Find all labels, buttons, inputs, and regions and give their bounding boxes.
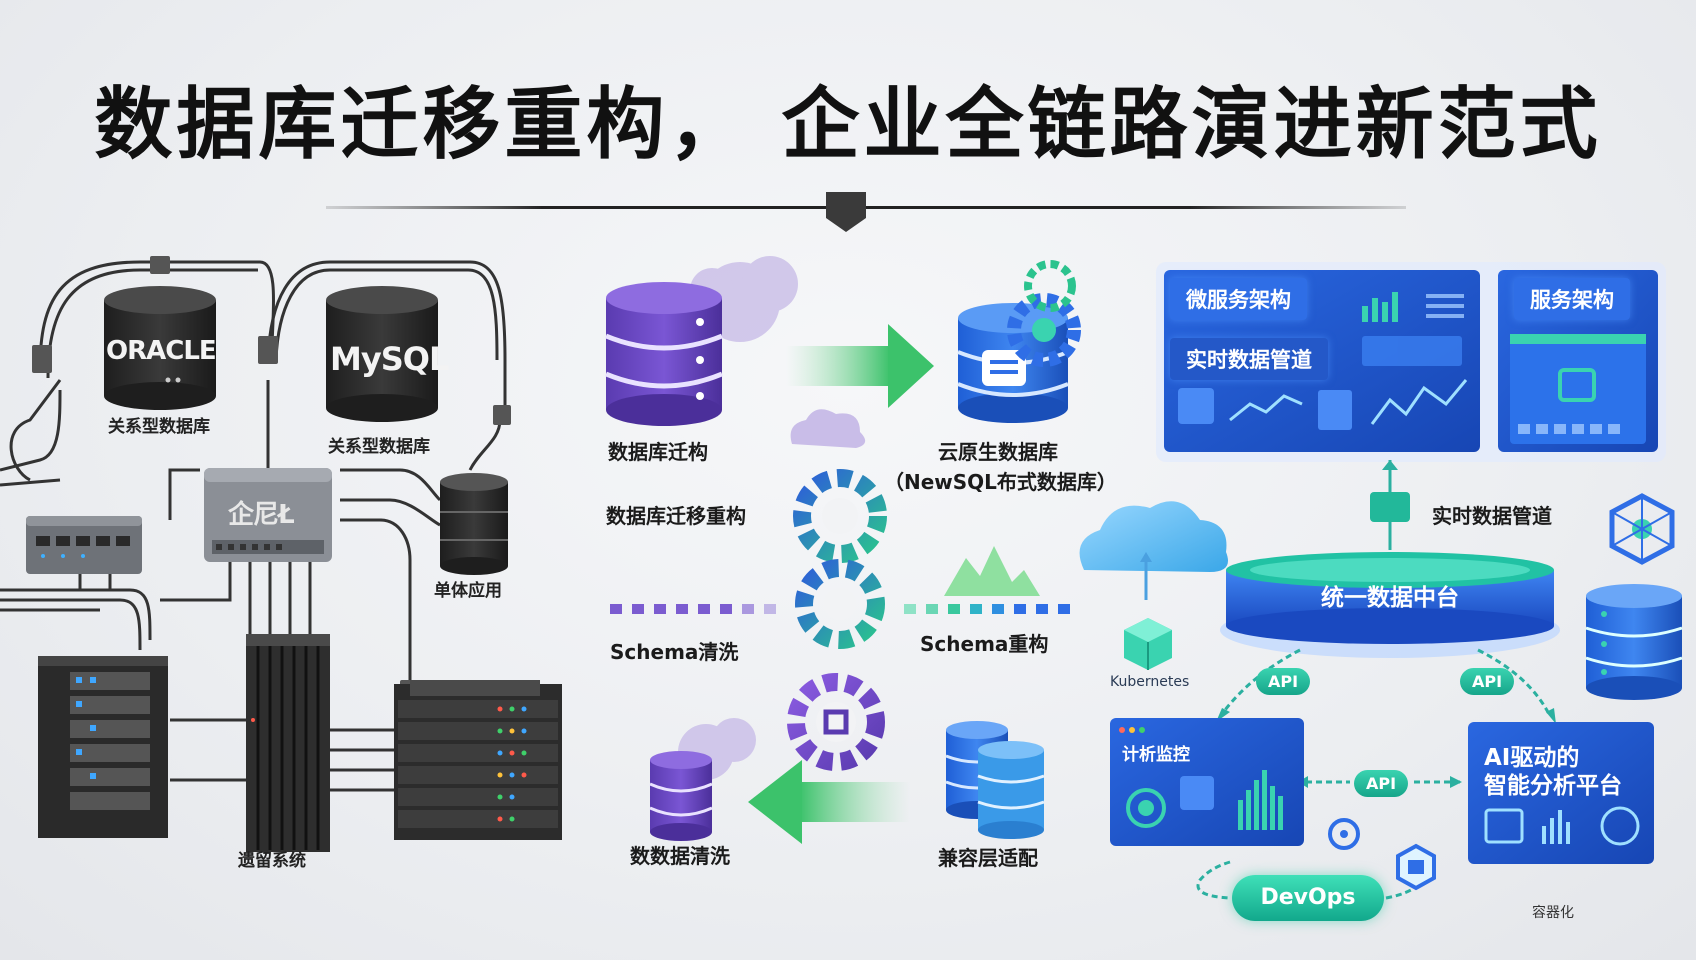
kubernetes-label: Kubernetes [1110, 674, 1190, 690]
api-badge-middle: API [1354, 770, 1409, 797]
refactor-gear-mid-icon [795, 559, 885, 649]
forward-arrow-top [786, 324, 934, 408]
purple-database-stack-icon [605, 282, 723, 426]
monolith-label: 单体应用 [434, 581, 502, 601]
db-migration-label: 数据库迁构 [608, 440, 708, 464]
oracle-db-label: 关系型数据库 [108, 417, 210, 437]
schema-refactor-dashes [904, 604, 1070, 614]
ai-title-line1: AI驱动的 [1484, 745, 1580, 771]
oracle-database-icon [104, 286, 216, 410]
container-label: 容器化 [1532, 905, 1574, 921]
pipeline-node-icon [1370, 492, 1410, 522]
backward-arrow-bottom [748, 760, 910, 844]
network-switch-icon [26, 516, 142, 574]
api-badge-right: API [1460, 668, 1515, 695]
mysql-logo: MySQL [330, 340, 449, 378]
db-refactor-label: 数据库迁移重构 [606, 504, 746, 528]
mainframe-label: 企尼Ł [228, 500, 295, 530]
cloud-db-gear-icon [1007, 260, 1081, 367]
helm-wheel-icon [1328, 818, 1360, 850]
cloud-icon [1079, 501, 1228, 600]
container-badge-icon [1396, 843, 1436, 891]
mainframe-icon [204, 468, 332, 562]
data-clean-label: 数数据清洗 [630, 844, 730, 868]
small-cloud-icon [790, 409, 866, 448]
page-title: 数据库迁移重构， 企业全链路演进新范式 [94, 80, 1602, 170]
monitor-panel [1110, 718, 1304, 846]
unified-data-hub [1220, 552, 1560, 658]
network-hex-icon [1609, 493, 1675, 565]
pipeline-panel-title: 实时数据管道 [1170, 338, 1328, 380]
data-cleaning-database-icon [649, 751, 713, 841]
compat-layer-label: 兼容层适配 [938, 846, 1038, 870]
devops-badge: DevOps [1232, 875, 1384, 921]
mysql-db-label: 关系型数据库 [328, 437, 430, 457]
schema-clean-label: Schema清洗 [610, 640, 739, 664]
compat-layer-database-icon [945, 721, 1045, 839]
refactor-gear-top-icon [793, 469, 887, 563]
cleaning-gear-icon [787, 673, 885, 771]
schema-clean-dashes [610, 604, 776, 614]
monitor-title: 计析监控 [1122, 745, 1190, 765]
server-rack-middle-icon [246, 634, 330, 852]
divider-badge [826, 192, 866, 232]
server-stack-right-icon [394, 680, 562, 840]
right-database-stack-icon [1585, 584, 1683, 700]
realtime-pipeline-label: 实时数据管道 [1432, 504, 1552, 528]
cloud-native-db-label: 云原生数据库 [938, 440, 1058, 464]
microservice-title: 微服务架构 [1170, 278, 1307, 320]
oracle-logo: ORACLE [106, 336, 217, 366]
ai-title-line2: 智能分析平台 [1484, 773, 1622, 799]
api-badge-left: API [1256, 668, 1311, 695]
schema-refactor-label: Schema重构 [920, 632, 1049, 656]
newsql-label: （NewSQL布式数据库） [884, 470, 1117, 494]
monolith-database-icon [440, 473, 508, 575]
ai-panel [1468, 722, 1654, 864]
legacy-servers-label: 遗留系统 [238, 851, 306, 871]
service-title: 服务架构 [1514, 278, 1630, 320]
mysql-database-icon [326, 286, 438, 422]
unified-data-hub-label: 统一数据中台 [1321, 585, 1459, 611]
server-rack-left-icon [38, 656, 168, 838]
growth-icon [944, 546, 1040, 596]
kubernetes-icon [1124, 618, 1172, 670]
